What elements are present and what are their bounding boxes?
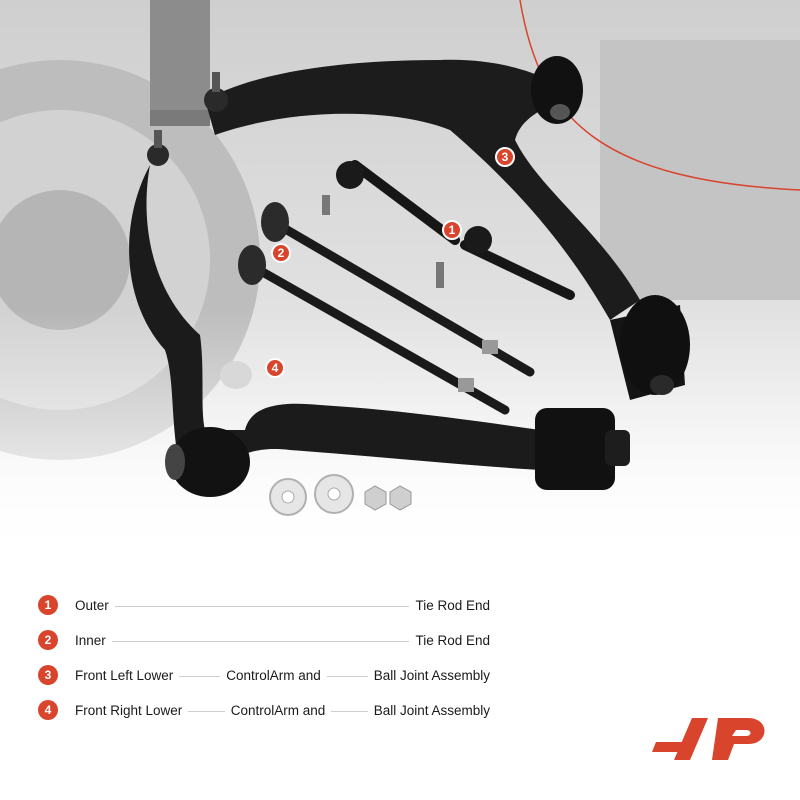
product-illustration xyxy=(0,0,800,560)
legend-row-1: 1 Outer Tie Rod End xyxy=(38,594,490,616)
leader-line xyxy=(326,675,368,677)
legend-text: Tie Rod End xyxy=(415,597,490,613)
legend-text: ControlArm and xyxy=(230,702,326,718)
control-arm-right xyxy=(129,130,630,497)
leader-line xyxy=(331,710,368,712)
parts-legend: 1 Outer Tie Rod End 2 Inner Tie Rod End … xyxy=(38,594,490,734)
legend-text: Ball Joint Assembly xyxy=(373,667,490,683)
legend-number: 2 xyxy=(38,630,58,650)
legend-row-2: 2 Inner Tie Rod End xyxy=(38,629,490,651)
leader-line xyxy=(114,605,410,607)
callout-4: 4 xyxy=(265,358,285,378)
legend-text: Front Left Lower xyxy=(75,667,174,683)
hardware-washers-nuts xyxy=(269,474,412,516)
legend-text: Outer xyxy=(75,597,109,613)
callout-2: 2 xyxy=(271,243,291,263)
legend-row-4: 4 Front Right Lower ControlArm and Ball … xyxy=(38,699,490,721)
legend-text: ControlArm and xyxy=(226,667,321,683)
legend-text: Ball Joint Assembly xyxy=(373,702,490,718)
outer-tie-rod-end xyxy=(322,160,575,300)
control-arm-left xyxy=(204,56,690,400)
product-photo: 1 2 3 4 xyxy=(0,0,800,560)
legend-number: 3 xyxy=(38,665,58,685)
leader-line xyxy=(111,640,410,642)
legend-text: Tie Rod End xyxy=(415,632,490,648)
legend-number: 4 xyxy=(38,700,58,720)
legend-number: 1 xyxy=(38,595,58,615)
callout-1: 1 xyxy=(442,220,462,240)
callout-3: 3 xyxy=(495,147,515,167)
leader-line xyxy=(179,675,221,677)
brand-logo-icon xyxy=(652,710,772,762)
legend-text: Front Right Lower xyxy=(75,702,183,718)
legend-text: Inner xyxy=(75,632,106,648)
legend-row-3: 3 Front Left Lower ControlArm and Ball J… xyxy=(38,664,490,686)
leader-line xyxy=(188,710,225,712)
inner-tie-rod xyxy=(238,202,535,415)
